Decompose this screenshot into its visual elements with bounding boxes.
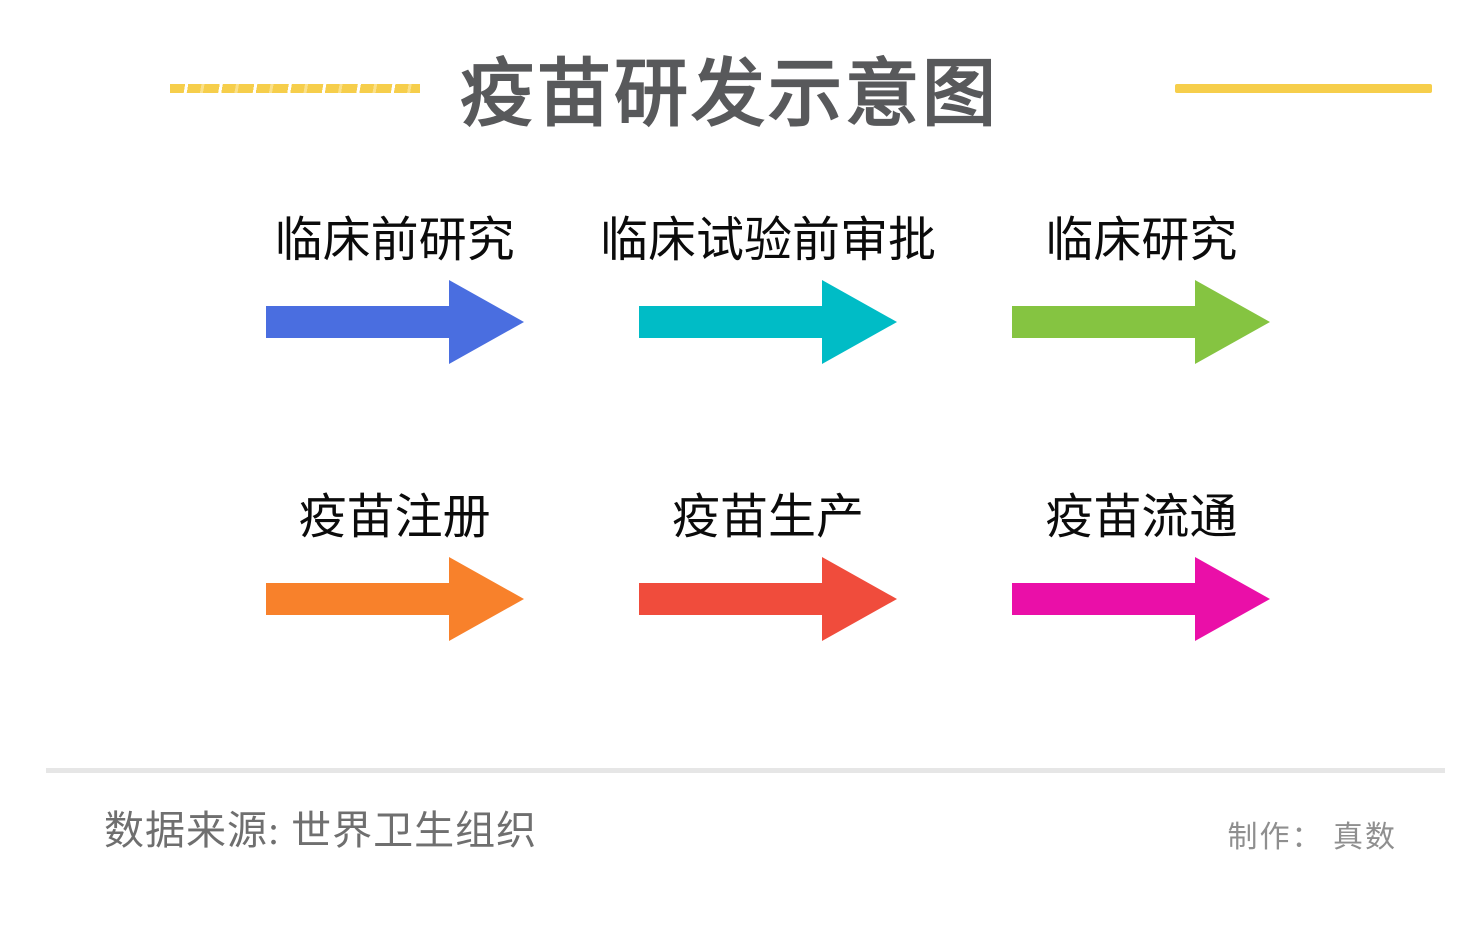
footer-divider (46, 768, 1445, 773)
stage-vaccine-registration: 疫苗注册 (208, 490, 581, 642)
title-right-accent-line (1175, 84, 1432, 93)
stage-label: 疫苗流通 (1045, 491, 1238, 545)
stage-label: 临床前研究 (274, 214, 515, 267)
stage-label: 疫苗注册 (298, 491, 491, 545)
arrow-right-icon (265, 557, 524, 642)
credit-text: 制作： 真数 (1227, 821, 1397, 854)
stage-vaccine-distribution: 疫苗流通 (955, 490, 1328, 642)
arrow-shape (638, 557, 897, 642)
stage-pretrial-approval: 临床试验前审批 (581, 213, 954, 365)
stage-label: 临床试验前审批 (599, 214, 936, 267)
page-title: 疫苗研发示意图 (460, 52, 999, 135)
arrow-shape (1012, 280, 1271, 365)
arrow-right-icon (638, 557, 897, 642)
arrow-shape (638, 280, 897, 365)
header: 疫苗研发示意图 (0, 0, 1459, 160)
arrow-right-icon (638, 280, 897, 365)
stage-label: 临床研究 (1045, 214, 1238, 267)
data-source-text: 数据来源: 世界卫生组织 (104, 808, 538, 853)
title-left-accent-line (170, 84, 420, 93)
arrow-shape (265, 280, 524, 365)
stage-grid: 临床前研究 临床试验前审批 临床研究 疫苗注册 疫苗生产 (208, 213, 1328, 642)
arrow-right-icon (265, 280, 524, 365)
arrow-shape (265, 557, 524, 642)
stage-vaccine-production: 疫苗生产 (581, 490, 954, 642)
arrow-right-icon (1012, 280, 1271, 365)
stage-clinical-research: 临床研究 (955, 213, 1328, 365)
arrow-right-icon (1012, 557, 1271, 642)
stage-label: 疫苗生产 (671, 491, 864, 545)
stage-preclinical-research: 临床前研究 (208, 213, 581, 365)
arrow-shape (1012, 557, 1271, 642)
